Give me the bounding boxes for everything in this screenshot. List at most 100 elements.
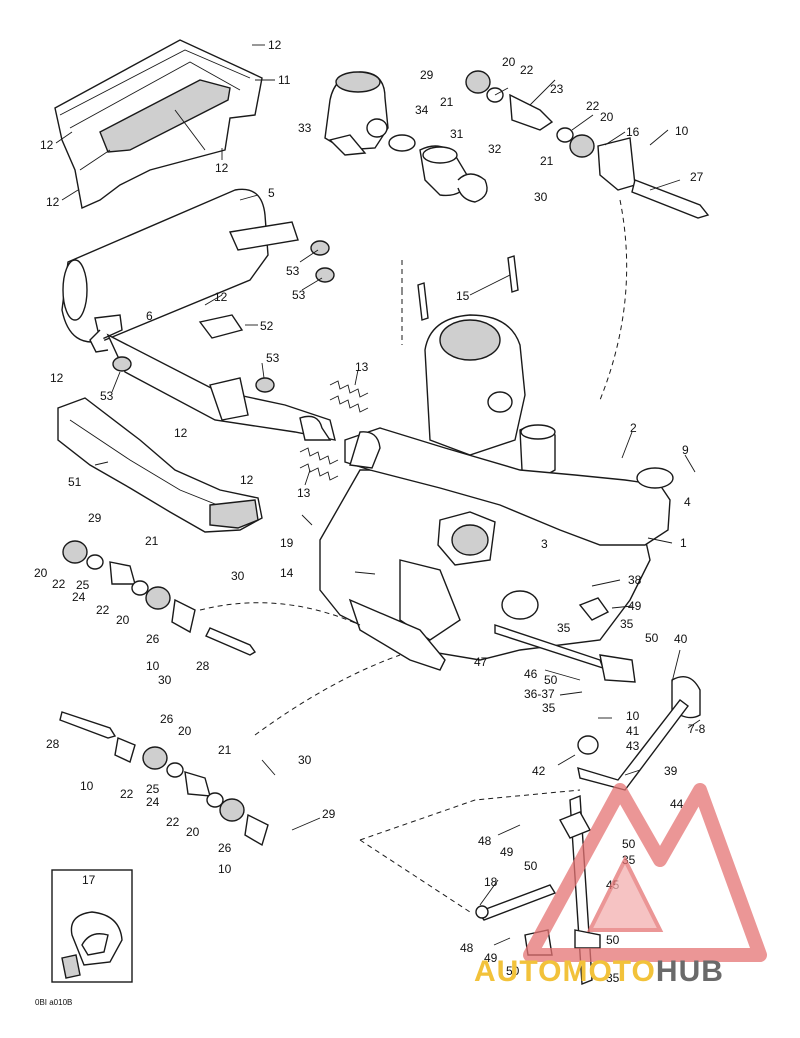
callout-35-a: 35 [557, 621, 571, 635]
callout-53-b: 53 [292, 288, 306, 302]
callout-50-c: 50 [622, 837, 636, 851]
intake-boot [388, 134, 488, 203]
callout-10-b: 10 [146, 659, 160, 673]
callout-26-b: 26 [160, 712, 174, 726]
callout-50-f: 50 [506, 964, 520, 978]
callout-2: 2 [630, 421, 637, 435]
callout-20-b: 20 [600, 110, 614, 124]
callout-24-a: 24 [72, 590, 86, 604]
callout-32: 32 [488, 142, 502, 156]
callout-25-a: 25 [76, 578, 90, 592]
callout-5: 5 [268, 186, 275, 200]
callout-21-a: 21 [440, 95, 454, 109]
spark-plugs [417, 255, 519, 321]
shift-linkage [475, 597, 701, 986]
callout-21-b: 21 [540, 154, 554, 168]
callout-12-h: 12 [240, 473, 254, 487]
callout-22-c: 22 [52, 577, 66, 591]
callout-50-b: 50 [544, 673, 558, 687]
callout-14: 14 [280, 566, 294, 580]
callout-43: 43 [626, 739, 640, 753]
callout-33: 33 [298, 121, 312, 135]
watermark-logo-icon [523, 783, 767, 962]
connection-lines [199, 199, 628, 913]
callout-12-a: 12 [268, 38, 282, 52]
callout-42: 42 [532, 764, 546, 778]
callout-29-c: 29 [322, 807, 336, 821]
callout-49-b: 49 [500, 845, 514, 859]
callout-50-a: 50 [645, 631, 659, 645]
callout-47: 47 [474, 655, 488, 669]
callout-10-d: 10 [80, 779, 94, 793]
callout-23: 23 [550, 82, 564, 96]
callout-34: 34 [415, 103, 429, 117]
callout-21-d: 21 [218, 743, 232, 757]
watermark-text: AUTOMOTOHUB [474, 955, 724, 989]
callout-30-d: 30 [298, 753, 312, 767]
callout-48-a: 48 [478, 834, 492, 848]
callout-28-b: 28 [46, 737, 60, 751]
callout-35-c: 35 [542, 701, 556, 715]
callout-44: 44 [670, 797, 684, 811]
callout-19: 19 [280, 536, 294, 550]
callout-27: 27 [690, 170, 704, 184]
callout-52: 52 [260, 319, 274, 333]
callout-7-8: 7-8 [688, 722, 706, 736]
carburetor [324, 71, 389, 156]
callout-50-e: 50 [606, 933, 620, 947]
callout-12-f: 12 [50, 371, 64, 385]
callout-17: 17 [82, 873, 96, 887]
heat-shield-lower [57, 397, 263, 533]
callout-12-g: 12 [174, 426, 188, 440]
callout-24-b: 24 [146, 795, 160, 809]
callout-53-d: 53 [266, 351, 280, 365]
callout-31: 31 [450, 127, 464, 141]
callout-22-b: 22 [586, 99, 600, 113]
callout-30-b: 30 [231, 569, 245, 583]
callout-36-37: 36-37 [524, 687, 555, 701]
callout-20-a: 20 [502, 55, 516, 69]
diagram-code: 0BI a010B [35, 998, 72, 1007]
callout-26-c: 26 [218, 841, 232, 855]
watermark-text-part2: HUB [655, 955, 724, 988]
callout-22-d: 22 [96, 603, 110, 617]
callout-10-c: 10 [626, 709, 640, 723]
callout-4: 4 [684, 495, 691, 509]
callout-35-e: 35 [606, 971, 620, 985]
inset-box-17 [51, 869, 133, 983]
exhaust-manifold [344, 427, 674, 546]
lower-bearing-assembly [59, 711, 269, 847]
callout-13-b: 13 [297, 486, 311, 500]
callout-6: 6 [146, 309, 153, 323]
callout-49-a: 49 [628, 599, 642, 613]
callout-18: 18 [484, 875, 498, 889]
callout-20-f: 20 [186, 825, 200, 839]
watermark-text-part1: AUTOMOTO [474, 955, 656, 988]
callout-3: 3 [541, 537, 548, 551]
callout-30-a: 30 [534, 190, 548, 204]
callout-29-a: 29 [420, 68, 434, 82]
callout-10-e: 10 [218, 862, 232, 876]
callout-38: 38 [628, 573, 642, 587]
callout-9: 9 [682, 443, 689, 457]
exhaust-pipe-mid [106, 333, 336, 441]
callout-39: 39 [664, 764, 678, 778]
callout-1: 1 [680, 536, 687, 550]
callout-11: 11 [278, 73, 291, 87]
callout-28-a: 28 [196, 659, 210, 673]
callout-21-c: 21 [145, 534, 159, 548]
callout-30-c: 30 [158, 673, 172, 687]
callout-12-e: 12 [214, 290, 228, 304]
callout-12-d: 12 [46, 195, 60, 209]
callout-26-a: 26 [146, 632, 160, 646]
callout-35-b: 35 [620, 617, 634, 631]
callout-leaders [55, 44, 701, 946]
exhaust-springs [299, 380, 369, 481]
callout-48-b: 48 [460, 941, 474, 955]
callout-12-b: 12 [40, 138, 54, 152]
callout-29-b: 29 [88, 511, 102, 525]
left-bearing-assembly [62, 540, 257, 656]
callout-15: 15 [456, 289, 470, 303]
callout-20-d: 20 [116, 613, 130, 627]
